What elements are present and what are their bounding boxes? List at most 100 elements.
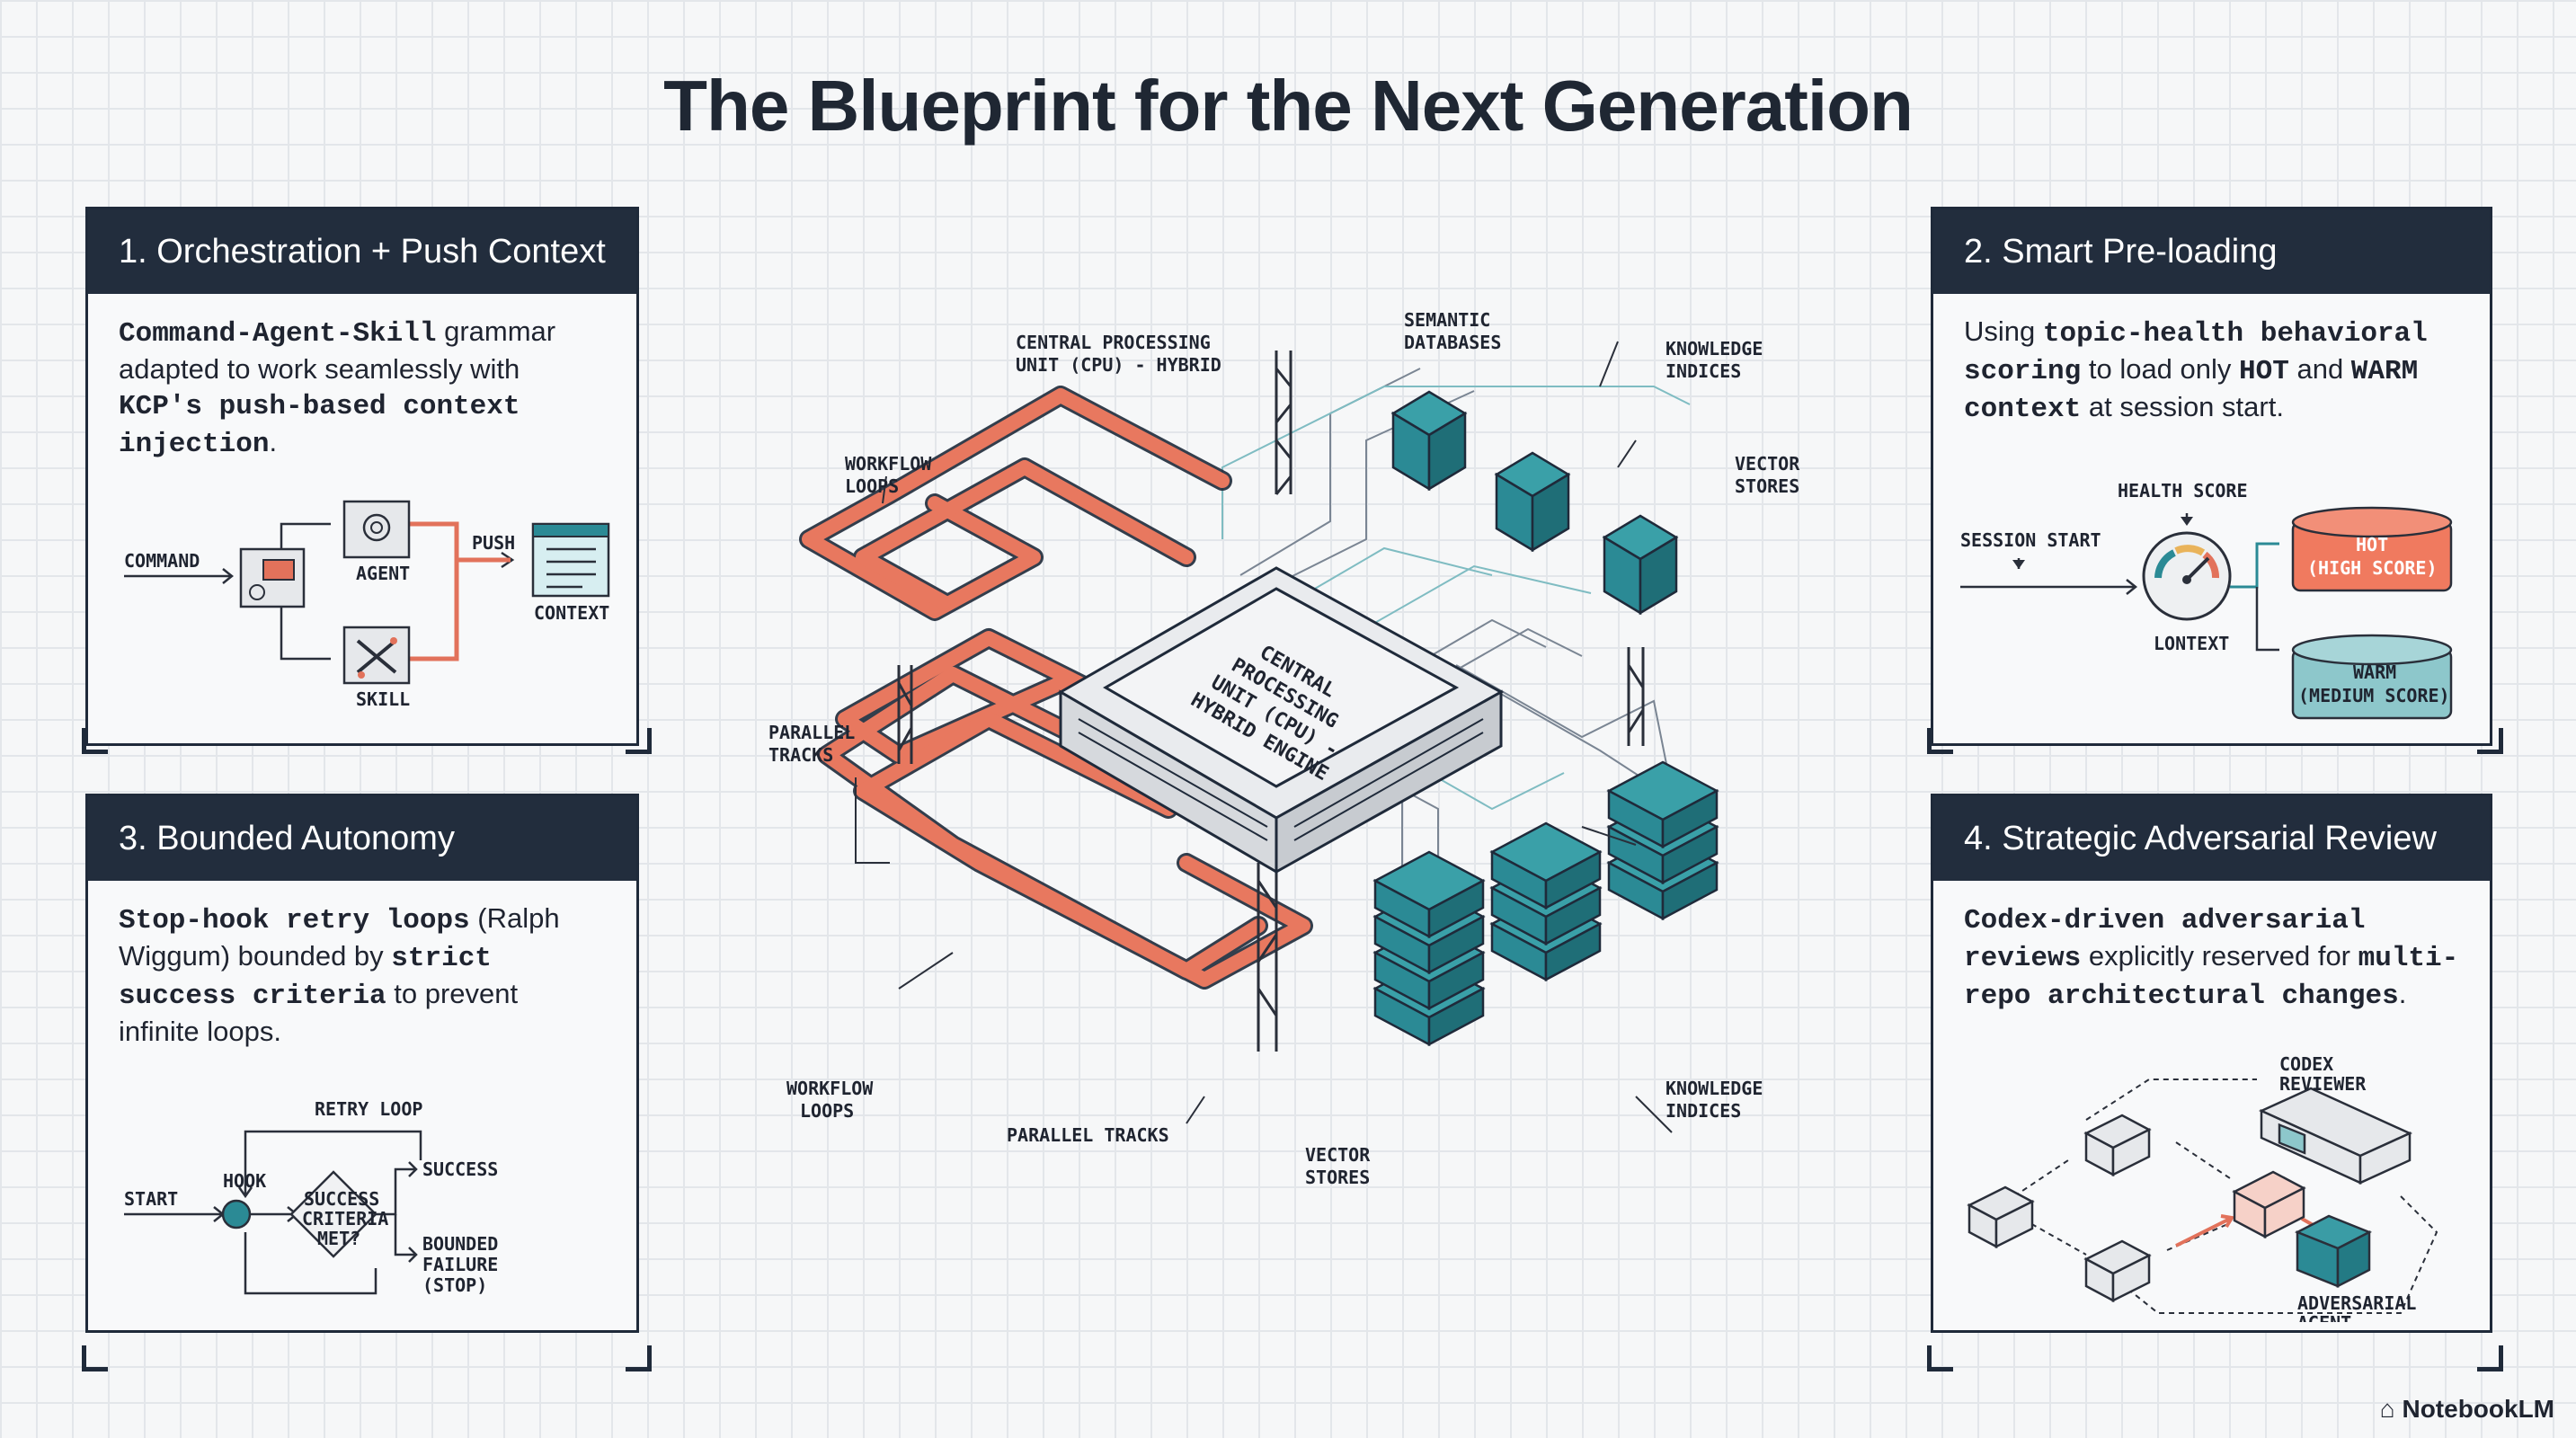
label-criteria-1: SUCCESS xyxy=(304,1188,379,1210)
page-title: The Blueprint for the Next Generation xyxy=(663,66,1914,146)
cpu-chip: CENTRAL PROCESSING UNIT (CPU) - HYBRID E… xyxy=(1058,566,1505,874)
criteria-diamond xyxy=(289,1170,378,1258)
label-vector-bottom-2: STORES xyxy=(1305,1167,1370,1188)
panel-header: 2. Smart Pre-loading xyxy=(1933,209,2490,294)
corner-mark xyxy=(2477,1345,2503,1371)
body-text: . xyxy=(2398,978,2407,1009)
warm-storage-icon xyxy=(2291,634,2453,720)
label-parallel-left-1: PARALLEL xyxy=(768,722,855,743)
body-text: to load only xyxy=(2081,353,2240,385)
highlight-text: topic-health behavioral scoring xyxy=(1964,318,2428,387)
label-command: COMMAND xyxy=(124,550,200,572)
panel-header: 1. Orchestration + Push Context xyxy=(88,209,636,294)
label-knowledge-bottom-2: INDICES xyxy=(1666,1100,1741,1122)
label-failure-2: FAILURE xyxy=(422,1254,498,1275)
label-warm: WARM xyxy=(2353,661,2396,683)
corner-mark xyxy=(2477,728,2503,754)
highlight-text: Command-Agent-Skill xyxy=(119,318,437,350)
corner-mark xyxy=(82,1345,108,1371)
command-icon xyxy=(239,547,306,608)
label-hot: HOT xyxy=(2356,534,2388,555)
body-text: explicitly reserved for xyxy=(2081,940,2358,972)
panel-description: Using topic-health behavioral scoring to… xyxy=(1933,294,2490,427)
body-text: and xyxy=(2288,353,2351,385)
label-hot-desc: (HIGH SCORE) xyxy=(2307,557,2438,579)
highlight-text: multi-repo architectural changes xyxy=(1964,943,2459,1012)
highlight-text: HOT xyxy=(2239,356,2289,387)
central-architecture-diagram: CENTRAL PROCESSING UNIT (CPU) - HYBRID E… xyxy=(768,309,1800,1188)
label-semantic-2: DATABASES xyxy=(1404,332,1501,353)
label-workflow-top-1: WORKFLOW xyxy=(845,453,932,475)
corner-mark xyxy=(82,728,108,754)
label-retry-loop: RETRY LOOP xyxy=(315,1098,422,1120)
label-workflow-top-2: LOOPS xyxy=(845,475,899,497)
vector-store-stacks xyxy=(1373,760,1719,1046)
agent-icon xyxy=(342,500,411,559)
body-text: Using xyxy=(1964,315,2043,347)
adversarial-agent-icon xyxy=(2294,1214,2373,1289)
body-text: (Ralph Wiggum) bounded by xyxy=(119,902,560,972)
label-criteria-2: CRITERIA xyxy=(302,1208,388,1229)
adversarial-diagram: CODEX REVIEWER ADVERSARIAL AGENT xyxy=(1967,1053,2438,1322)
repo-box-1 xyxy=(1967,1185,2035,1249)
highlight-text: WARM context xyxy=(1964,356,2419,425)
highlight-text: Stop-hook retry loops xyxy=(119,905,470,936)
panel-orchestration: 1. Orchestration + Push Context Command-… xyxy=(85,207,639,746)
label-failure-1: BOUNDED xyxy=(422,1233,498,1255)
label-adversarial-1: ADVERSARIAL xyxy=(2297,1292,2416,1314)
label-success: SUCCESS xyxy=(422,1158,498,1180)
skill-icon xyxy=(342,626,411,685)
label-knowledge-top-2: INDICES xyxy=(1666,360,1741,382)
codex-reviewer-icon xyxy=(2258,1087,2413,1185)
corner-mark xyxy=(626,728,652,754)
body-text: to prevent infinite loops. xyxy=(119,978,519,1047)
panel-description: Stop-hook retry loops (Ralph Wiggum) bou… xyxy=(88,881,636,1049)
label-health-score: HEALTH SCORE xyxy=(2118,480,2248,502)
label-skill: SKILL xyxy=(356,688,410,710)
body-text: . xyxy=(269,426,278,457)
label-semantic-1: SEMANTIC xyxy=(1404,309,1490,331)
corner-mark xyxy=(1927,728,1953,754)
change-box xyxy=(2232,1170,2306,1239)
label-vector-bottom-1: VECTOR xyxy=(1305,1144,1371,1166)
corner-mark xyxy=(626,1345,652,1371)
gauge-icon xyxy=(2142,531,2232,621)
brand-logo: ⌂ NotebookLM xyxy=(2380,1395,2554,1424)
label-context: LONTEXT xyxy=(2154,633,2229,654)
label-knowledge-bottom-1: KNOWLEDGE xyxy=(1666,1078,1763,1099)
label-parallel-left-2: TRACKS xyxy=(768,744,833,766)
panel-header: 4. Strategic Adversarial Review xyxy=(1933,796,2490,881)
label-adversarial-2: AGENT xyxy=(2297,1312,2351,1322)
label-workflow-bottom-1: WORKFLOW xyxy=(786,1078,874,1099)
panel-description: Codex-driven adversarial reviews explici… xyxy=(1933,881,2490,1014)
repo-box-2 xyxy=(2083,1114,2152,1177)
hot-storage-icon xyxy=(2291,506,2453,592)
label-vector-top-1: VECTOR xyxy=(1735,453,1800,475)
highlight-text: KCP's push-based context injection xyxy=(119,391,520,460)
highlight-text: Codex-driven adversarial reviews xyxy=(1964,905,2366,974)
label-codex-1: CODEX xyxy=(2279,1053,2333,1075)
label-start: START xyxy=(124,1188,178,1210)
label-codex-2: REVIEWER xyxy=(2279,1073,2367,1095)
label-failure-3: (STOP) xyxy=(422,1274,487,1296)
bounded-autonomy-diagram: RETRY LOOP HOOK START SUCCESS CRITERIA M… xyxy=(124,1098,498,1296)
panel-adversarial-review: 4. Strategic Adversarial Review Codex-dr… xyxy=(1931,794,2492,1333)
label-hook: HOOK xyxy=(223,1170,266,1192)
brand-icon: ⌂ xyxy=(2379,1395,2403,1423)
label-cpu-1: CENTRAL PROCESSING xyxy=(1016,332,1211,353)
label-session-start: SESSION START xyxy=(1960,529,2101,551)
brand-name: NotebookLM xyxy=(2402,1395,2554,1423)
label-context: CONTEXT xyxy=(534,602,609,624)
label-agent: AGENT xyxy=(356,563,410,584)
label-criteria-3: MET? xyxy=(317,1228,360,1249)
highlight-text: strict success criteria xyxy=(119,943,492,1012)
corner-mark xyxy=(1927,1345,1953,1371)
label-vector-top-2: STORES xyxy=(1735,475,1799,497)
hook-node xyxy=(221,1199,252,1229)
panel-header: 3. Bounded Autonomy xyxy=(88,796,636,881)
orchestration-diagram: COMMAND AGENT SKILL PUSH CONTEXT xyxy=(124,500,609,710)
body-text: grammar adapted to work seamlessly with xyxy=(119,315,556,385)
preloading-diagram: HEALTH SCORE SESSION START LONTEXT HOT (… xyxy=(1960,480,2453,720)
repo-box-3 xyxy=(2083,1239,2152,1303)
panel-smart-preloading: 2. Smart Pre-loading Using topic-health … xyxy=(1931,207,2492,746)
